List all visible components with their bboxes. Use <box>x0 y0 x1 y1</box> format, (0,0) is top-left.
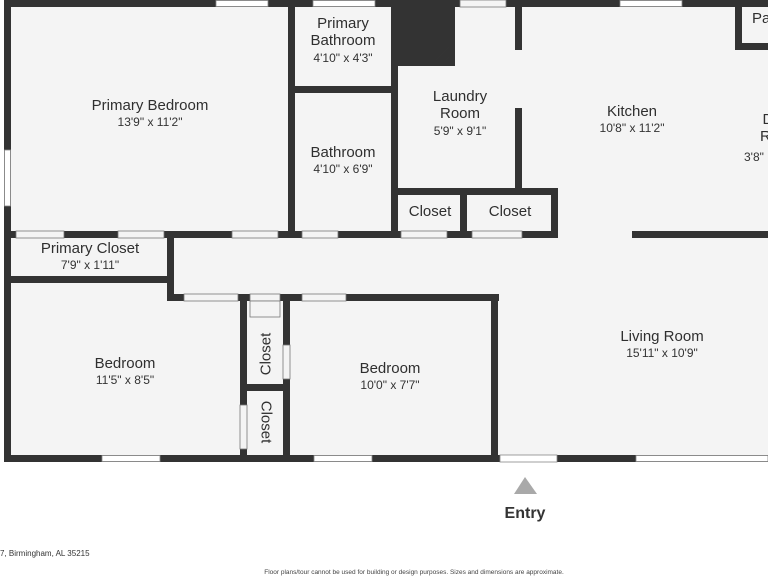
door-openings <box>15 0 523 450</box>
room-name-line2: Bathroom <box>310 32 376 50</box>
room-dims: 10'8" x 11'2" <box>599 121 665 136</box>
room-name: Primary Bedroom <box>91 97 209 114</box>
room-name: Bedroom <box>359 360 421 377</box>
room-primary-bedroom: Primary Bedroom 13'9" x 11'2" <box>92 97 209 130</box>
room-name: Bedroom <box>94 355 156 372</box>
room-dining-dims: 3'8" <box>744 150 764 164</box>
room-dims: 13'9" x 11'2" <box>117 115 183 130</box>
room-pantry: Pa <box>752 10 768 27</box>
room-primary-bathroom: Primary Bathroom 4'10" x 4'3" <box>310 15 375 65</box>
address-text: 7, Birmingham, AL 35215 <box>0 549 90 558</box>
entry-label: Entry <box>504 505 546 522</box>
room-name-line2: Room <box>439 105 480 123</box>
entry-door <box>499 454 558 463</box>
room-dining-partial: Di Ro <box>760 111 768 146</box>
room-dims: 15'11" x 10'9" <box>626 346 698 361</box>
room-bedroom-1: Bedroom 11'5" x 8'5" <box>95 355 156 388</box>
windows <box>4 0 768 462</box>
room-living-room: Living Room 15'11" x 10'9" <box>620 328 703 361</box>
room-dims: 11'5" x 8'5" <box>95 373 155 388</box>
room-name-line1: Laundry <box>432 88 488 105</box>
room-name: Bathroom <box>310 144 376 161</box>
room-closet-d: Closet <box>257 400 275 444</box>
room-name-line1: Primary <box>317 15 369 32</box>
room-laundry: Laundry Room 5'9" x 9'1" <box>433 88 487 138</box>
room-name: Primary Closet <box>40 240 140 257</box>
room-dims: 4'10" x 6'9" <box>313 162 373 177</box>
room-dims: 10'0" x 7'7" <box>360 378 420 393</box>
room-name: Kitchen <box>606 103 658 120</box>
room-name: Living Room <box>620 328 704 345</box>
room-closet-a: Closet <box>408 203 452 220</box>
room-dims: 4'10" x 4'3" <box>313 50 373 65</box>
room-kitchen: Kitchen 10'8" x 11'2" <box>600 103 665 136</box>
room-bathroom: Bathroom 4'10" x 6'9" <box>310 144 375 177</box>
room-closet-b: Closet <box>488 203 532 220</box>
room-dims: 7'9" x 1'11" <box>60 258 120 273</box>
room-name-line2: Ro <box>760 128 768 146</box>
room-name-line1: Di <box>762 111 768 128</box>
entry-arrow-icon <box>514 477 537 494</box>
disclaimer-text: Floor plans/tour cannot be used for buil… <box>264 569 564 576</box>
room-closet-c: Closet <box>257 332 275 376</box>
room-bedroom-2: Bedroom 10'0" x 7'7" <box>360 360 421 393</box>
room-dims: 5'9" x 9'1" <box>433 123 487 138</box>
room-primary-closet: Primary Closet 7'9" x 1'11" <box>41 240 139 273</box>
